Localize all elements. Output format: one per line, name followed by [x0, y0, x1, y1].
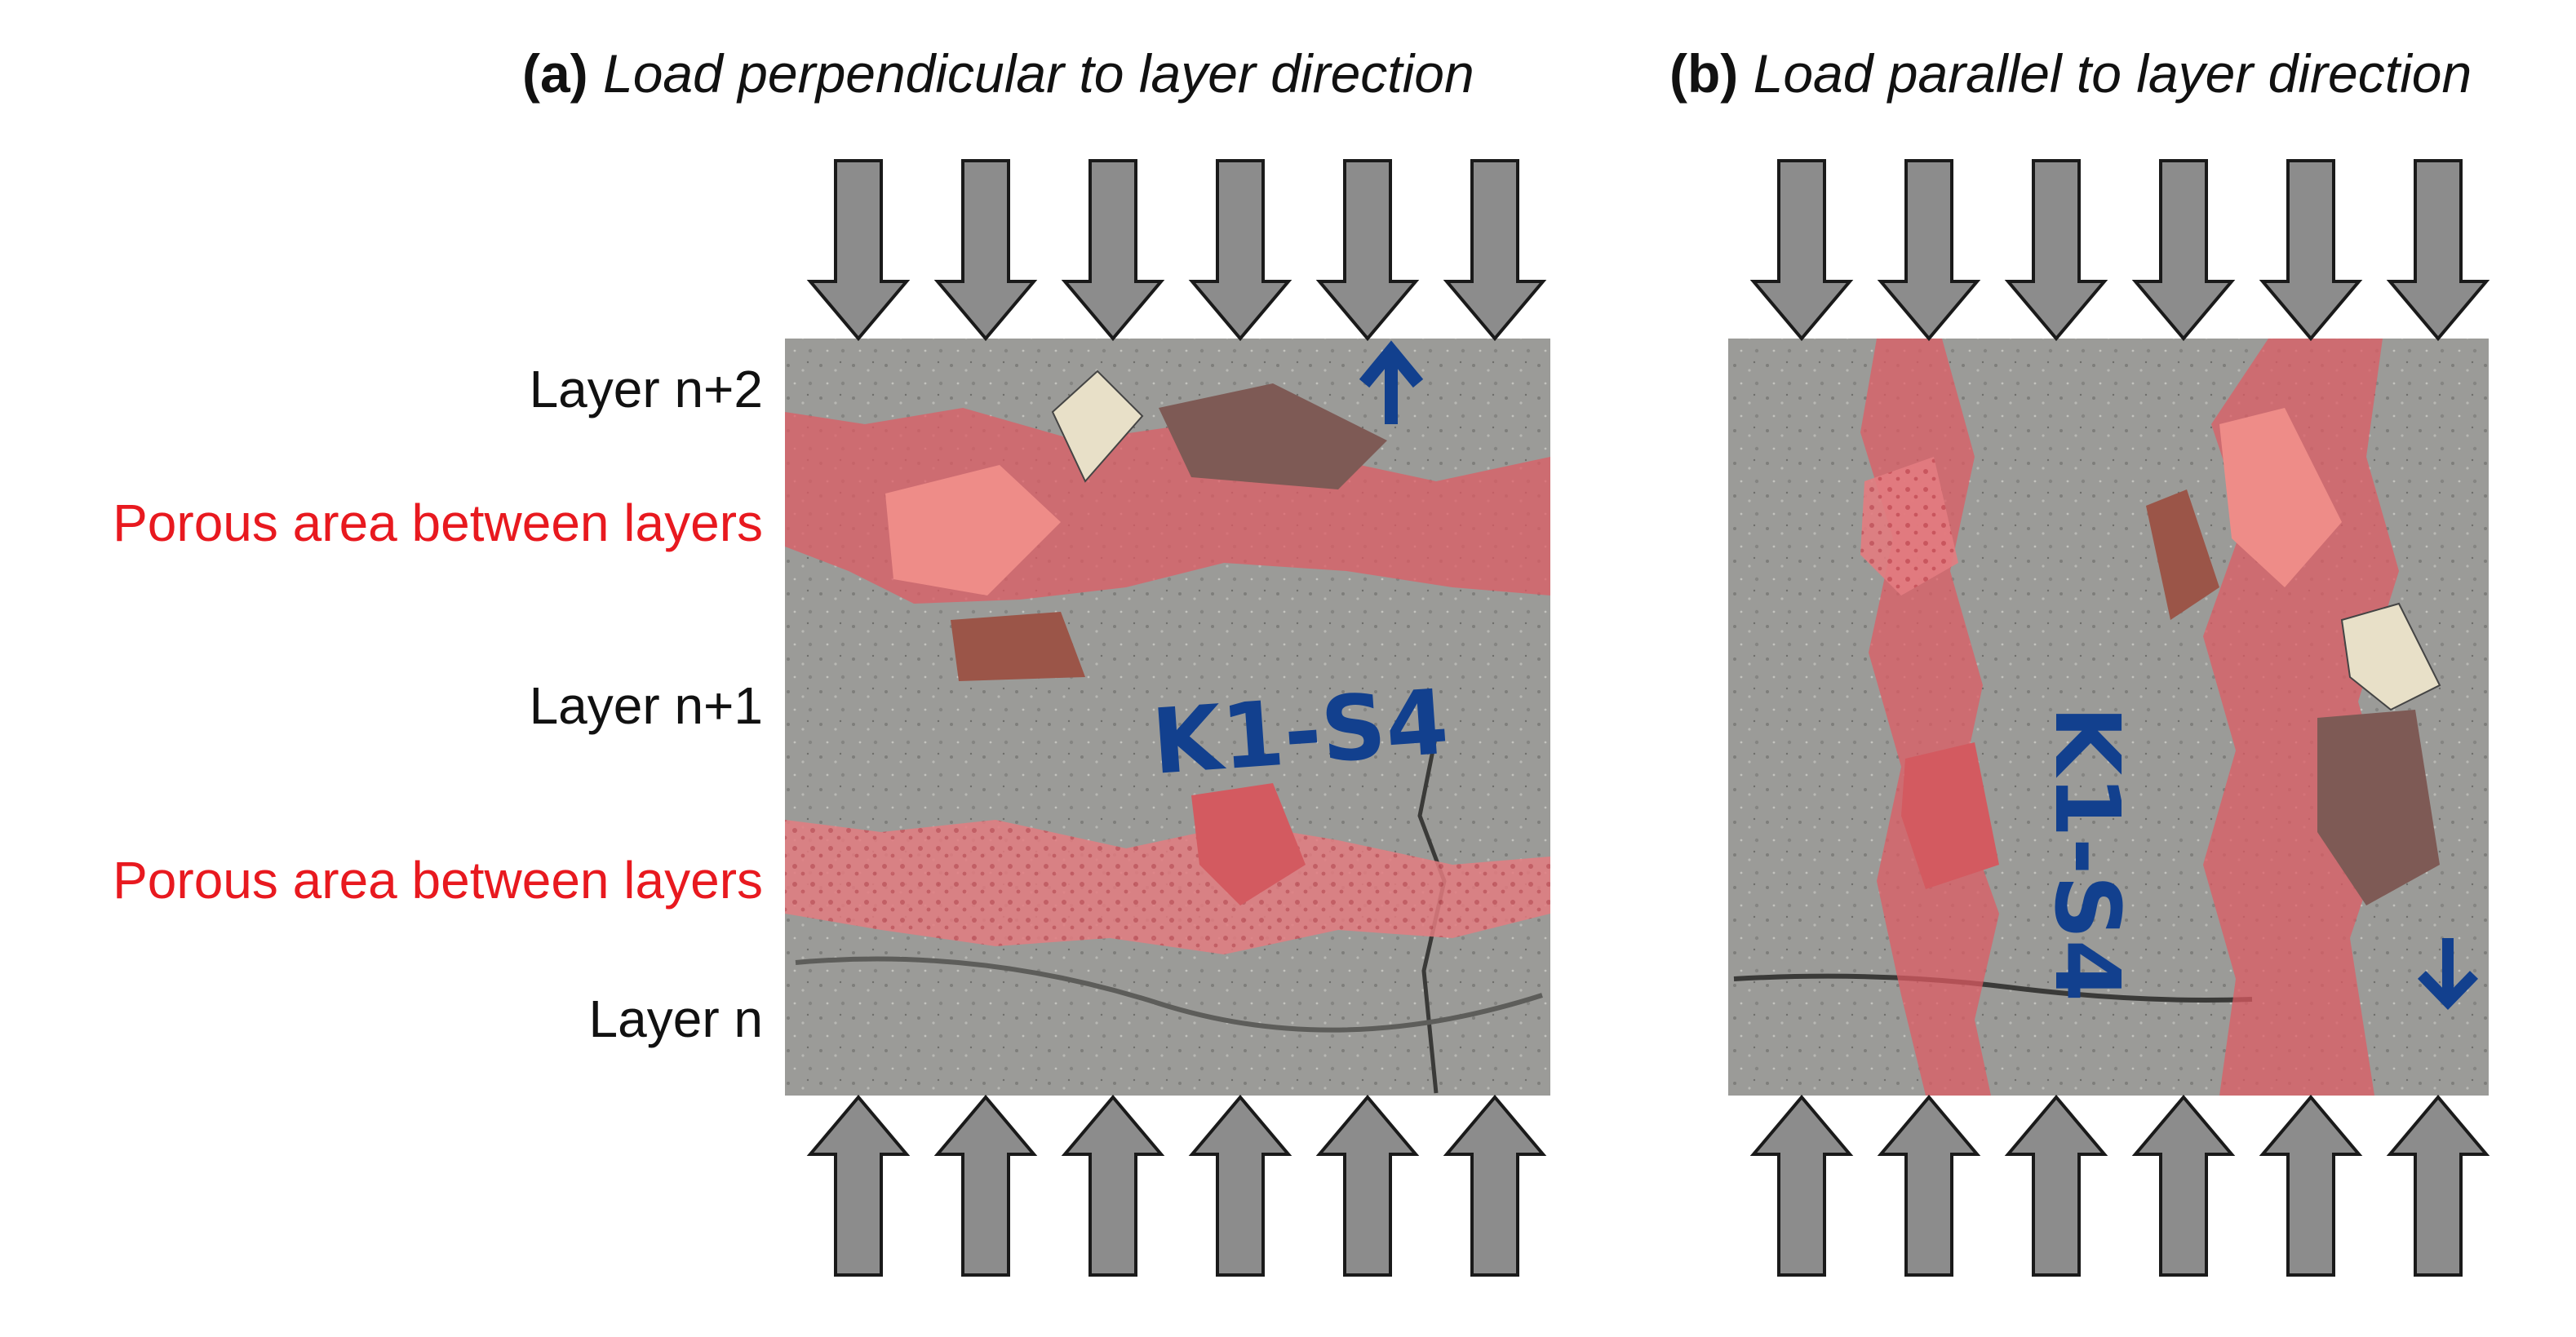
specimen-b: K1-S4 [1728, 339, 2489, 1096]
down-arrow-icon [2004, 159, 2108, 342]
specimen-a-crack [795, 956, 1543, 1033]
up-arrow-icon [1188, 1094, 1292, 1277]
up-arrow-icon [1315, 1094, 1420, 1277]
down-arrow-icon [1443, 159, 1547, 342]
up-arrow-icon [806, 1094, 911, 1277]
down-arrow-icon [1877, 159, 1981, 342]
down-arrow-icon [933, 159, 1038, 342]
brick-aggregate [2219, 408, 2342, 587]
porous-aggregate [1860, 457, 1958, 595]
panel-a-tag: (a) [522, 43, 588, 104]
specimen-a-marking: K1-S4 [1149, 670, 1452, 795]
brick-aggregate [885, 465, 1061, 595]
up-arrow-icon [933, 1094, 1038, 1277]
dark-aggregate [1159, 383, 1387, 489]
up-arrow-icon [1877, 1094, 1981, 1277]
panel-b-tag: (b) [1669, 43, 1739, 104]
down-arrow-icon [2386, 159, 2490, 342]
down-arrow-icon [2131, 159, 2236, 342]
red-aggregate [951, 612, 1085, 681]
specimen-b-marking: K1-S4 [2035, 706, 2139, 1002]
down-arrow-icon [1188, 159, 1292, 342]
up-arrow-icon [2259, 1094, 2363, 1277]
down-arrow-icon [2259, 159, 2363, 342]
up-arrow-icon [2131, 1094, 2236, 1277]
layer-n2-label: Layer n+2 [529, 360, 763, 418]
specimen-a: K1-S4 [785, 339, 1550, 1096]
porous-area-top-label: Porous area between layers [113, 494, 763, 552]
porous-aggregate [1901, 742, 1999, 889]
panel-a-title-text: Load perpendicular to layer direction [603, 43, 1474, 104]
load-arrows [806, 159, 2490, 1277]
up-arrow-icon [2386, 1094, 2490, 1277]
panel-b-title-text: Load parallel to layer direction [1753, 43, 2472, 104]
pale-aggregate [2340, 602, 2441, 711]
layer-n1-label: Layer n+1 [529, 676, 763, 735]
up-arrow-icon [2004, 1094, 2108, 1277]
panel-a-title: (a) Load perpendicular to layer directio… [522, 42, 1474, 104]
panel-b-title: (b) Load parallel to layer direction [1669, 42, 2472, 104]
down-arrow-icon [1749, 159, 1854, 342]
down-arrow-icon [806, 159, 911, 342]
down-arrow-icon [1315, 159, 1420, 342]
dark-aggregate [2317, 710, 2440, 905]
red-aggregate [2146, 489, 2219, 620]
up-arrow-icon [1443, 1094, 1547, 1277]
up-arrow-icon [1749, 1094, 1854, 1277]
up-arrow-icon [1061, 1094, 1165, 1277]
pale-aggregate [1051, 370, 1144, 483]
down-arrow-icon [1061, 159, 1165, 342]
porous-band-bottom [785, 820, 1550, 954]
specimen-b-crack [1733, 973, 2253, 1003]
specimen-a-orientation-mark [1359, 340, 1424, 424]
layer-n-label: Layer n [588, 989, 763, 1048]
specimen-b-orientation-mark [2417, 938, 2479, 1011]
porous-area-bottom-label: Porous area between layers [113, 851, 763, 910]
red-aggregate [1191, 783, 1306, 905]
